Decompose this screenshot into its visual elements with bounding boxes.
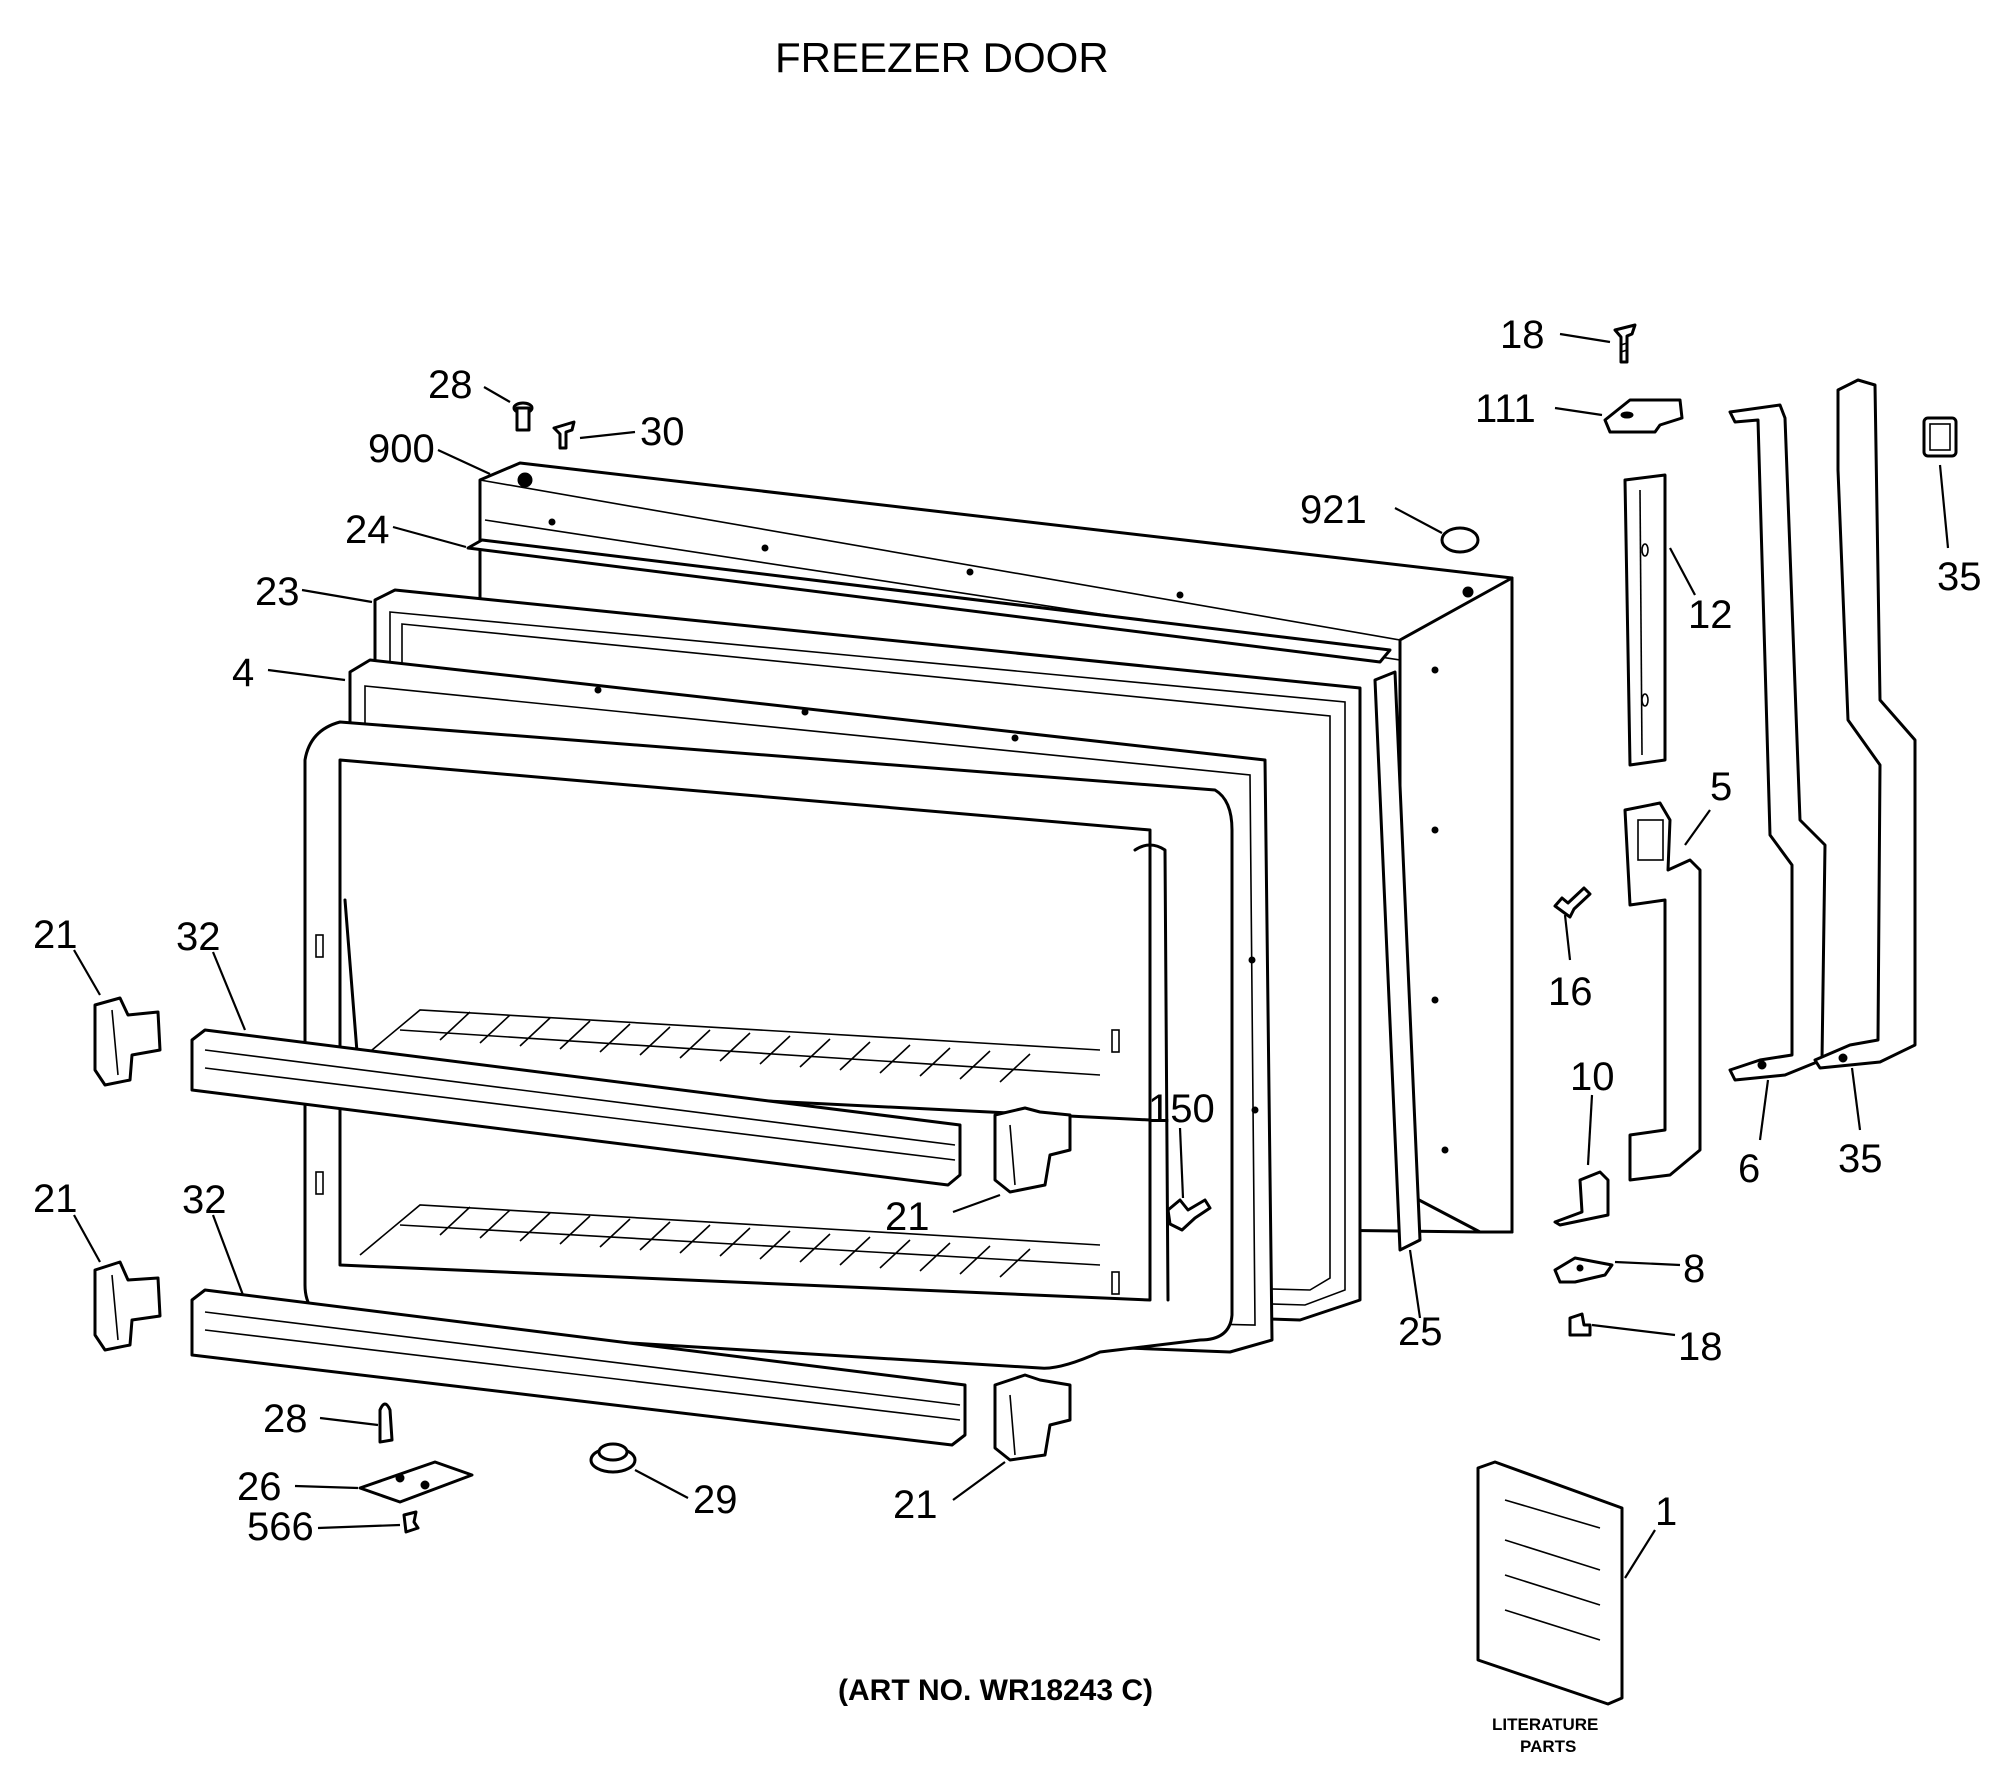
part-35-handle-trim <box>1813 378 1917 1070</box>
callout-6: 6 <box>1738 1147 1760 1191</box>
callout-29: 29 <box>693 1478 738 1522</box>
part-5-hinge-bracket <box>1623 801 1702 1182</box>
callout-labels: 18 111 28 30 900 921 24 23 12 35 4 5 21 … <box>33 313 1982 1549</box>
part-32-shelf-bar-upper <box>190 1028 962 1187</box>
part-21-clip-lower-right <box>993 1373 1072 1462</box>
part-29-bumper <box>589 1442 637 1474</box>
literature-caption-line1: LITERATURE <box>1492 1715 1598 1734</box>
leader-lines <box>73 332 1950 1579</box>
part-24-top-trim <box>466 538 1392 664</box>
callout-21-lower-right: 21 <box>893 1483 938 1527</box>
callout-28-bottom: 28 <box>263 1397 308 1441</box>
part-18-screw-top <box>1613 323 1637 364</box>
literature-caption-line2: PARTS <box>1520 1737 1576 1756</box>
part-28-plug-bottom <box>378 1402 394 1444</box>
part-6-door-handle <box>1728 403 1827 1082</box>
part-35-end-cap <box>1922 416 1958 458</box>
part-111-hinge-cap <box>1603 398 1684 434</box>
part-32-shelf-bar-lower <box>190 1288 967 1447</box>
callout-150: 150 <box>1148 1087 1215 1131</box>
diagram-title: FREEZER DOOR <box>775 34 1109 81</box>
part-16-screw <box>1553 886 1592 919</box>
callout-1: 1 <box>1655 1490 1677 1534</box>
part-25-side-strip <box>1373 670 1422 1252</box>
part-21-clip-lower-left <box>93 1260 162 1352</box>
part-28-screw-top <box>512 401 534 432</box>
callout-32-lower: 32 <box>182 1178 227 1222</box>
art-number: (ART NO. WR18243 C) <box>838 1674 1153 1707</box>
callout-35-bottom: 35 <box>1838 1137 1883 1181</box>
callout-4: 4 <box>232 651 254 695</box>
callout-18-top: 18 <box>1500 313 1545 357</box>
callout-28-top: 28 <box>428 363 473 407</box>
part-1-literature-booklet <box>1476 1460 1624 1706</box>
part-8-hinge-plate <box>1553 1256 1614 1284</box>
callout-30: 30 <box>640 410 685 454</box>
part-30-screw <box>552 420 576 450</box>
part-21-clip-upper-right <box>993 1106 1072 1194</box>
callout-18-bottom: 18 <box>1678 1325 1723 1369</box>
part-18-screw-bottom <box>1568 1312 1592 1337</box>
callout-21-lower-left: 21 <box>33 1177 78 1221</box>
part-10-shim <box>1553 1170 1610 1227</box>
callout-8: 8 <box>1683 1247 1705 1291</box>
callout-32-upper: 32 <box>176 915 221 959</box>
callout-25: 25 <box>1398 1310 1443 1354</box>
callout-921: 921 <box>1300 488 1367 532</box>
callout-5: 5 <box>1710 765 1732 809</box>
callout-10: 10 <box>1570 1055 1615 1099</box>
callout-24: 24 <box>345 508 390 552</box>
callout-16: 16 <box>1548 970 1593 1014</box>
part-26-plate <box>358 1460 474 1504</box>
callout-111: 111 <box>1475 387 1536 431</box>
inner-door-liner <box>303 720 1234 1370</box>
callout-900: 900 <box>368 427 435 471</box>
callout-21-upper-right: 21 <box>885 1195 930 1239</box>
callout-566: 566 <box>247 1505 314 1549</box>
part-12-hinge-bar <box>1623 473 1667 767</box>
callout-35-top: 35 <box>1937 555 1982 599</box>
part-566-screw <box>402 1510 420 1534</box>
callout-21-upper-left: 21 <box>33 913 78 957</box>
part-150-screw <box>1166 1198 1212 1232</box>
callout-12: 12 <box>1688 593 1733 637</box>
callout-23: 23 <box>255 570 300 614</box>
callout-26: 26 <box>237 1465 282 1509</box>
part-21-clip-upper-left <box>93 996 162 1087</box>
part-921-plug <box>1440 526 1480 554</box>
